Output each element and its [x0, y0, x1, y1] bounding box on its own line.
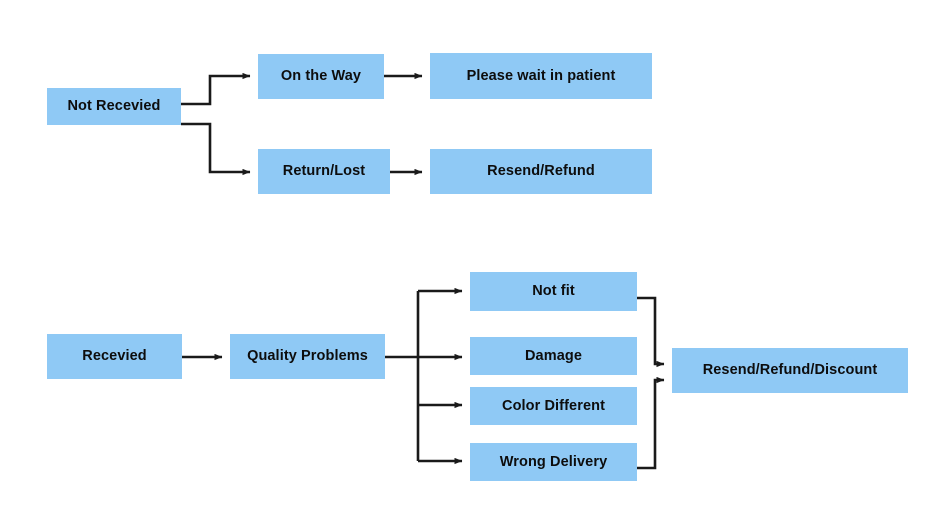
- node-wrong-delivery[interactable]: Wrong Delivery: [470, 443, 637, 481]
- edge-not-recevied-to-on-the-way: [181, 72, 251, 106]
- node-recevied-label: Recevied: [82, 348, 147, 365]
- node-damage[interactable]: Damage: [470, 337, 637, 375]
- edge-wrong-delivery-to-resend-refund-discount: [637, 376, 665, 470]
- node-not-fit[interactable]: Not fit: [470, 272, 637, 311]
- node-color-different[interactable]: Color Different: [470, 387, 637, 425]
- edge-not-recevied-to-return-lost: [181, 122, 251, 176]
- node-not-fit-label: Not fit: [532, 283, 575, 300]
- node-quality-problems[interactable]: Quality Problems: [230, 334, 385, 379]
- node-damage-label: Damage: [524, 347, 582, 364]
- node-quality-problems-label: Quality Problems: [247, 348, 368, 365]
- node-wrong-delivery-label: Wrong Delivery: [499, 453, 608, 470]
- node-please-wait-in-patient[interactable]: Please wait in patient: [430, 53, 652, 99]
- node-on-the-way-label: On the Way: [280, 68, 362, 85]
- node-resend-refund-label: Resend/Refund: [487, 163, 595, 180]
- edge-not-fit-to-resend-refund-discount: [637, 296, 665, 368]
- node-color-different-label: Color Different: [502, 397, 605, 414]
- node-resend-refund-discount-label: Resend/Refund/Discount: [702, 362, 878, 379]
- node-resend-refund-discount[interactable]: Resend/Refund/Discount: [672, 348, 908, 393]
- node-not-recevied-label: Not Recevied: [67, 98, 161, 115]
- node-on-the-way[interactable]: On the Way: [258, 54, 384, 99]
- node-please-wait-in-patient-label: Please wait in patient: [466, 67, 616, 84]
- node-not-recevied[interactable]: Not Recevied: [47, 88, 181, 125]
- node-recevied[interactable]: Recevied: [47, 334, 182, 379]
- node-return-lost[interactable]: Return/Lost: [258, 149, 390, 194]
- node-return-lost-label: Return/Lost: [282, 163, 366, 180]
- node-resend-refund[interactable]: Resend/Refund: [430, 149, 652, 194]
